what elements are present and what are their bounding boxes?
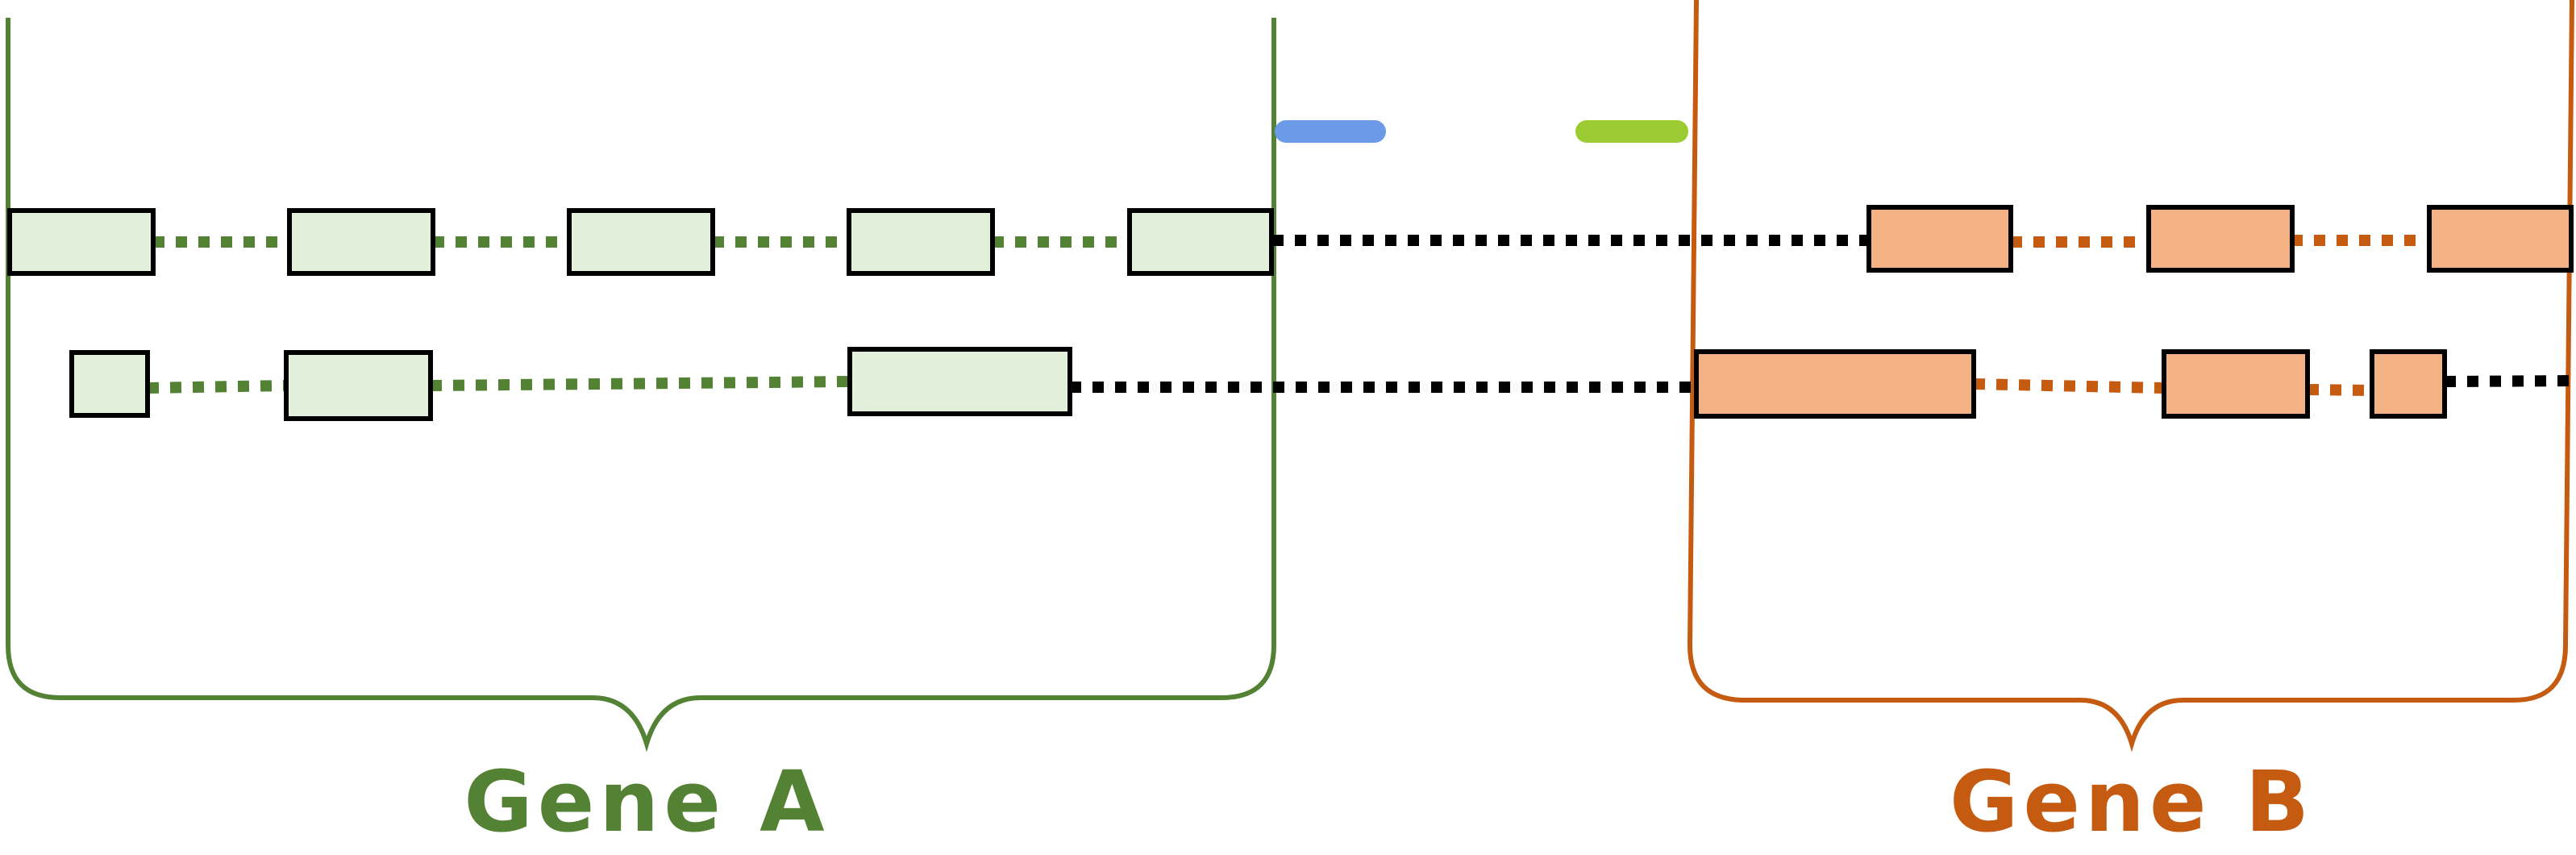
transcript-1 — [7, 205, 2574, 276]
gene-a-exon — [7, 208, 156, 276]
gene-b-exon — [2370, 349, 2447, 419]
gene-a-intron — [147, 380, 287, 394]
gene-a-exon — [847, 208, 995, 276]
gene-a-exon — [69, 350, 150, 418]
gene-b-label: Gene B — [1950, 753, 2314, 851]
gene-b-exon — [2162, 349, 2310, 419]
gene-b-exon — [2146, 205, 2295, 273]
gene-a-region: Gene A — [6, 18, 1276, 851]
gene-b-intron — [1973, 378, 2165, 394]
gene-a-exon — [567, 208, 715, 276]
transcript-2 — [69, 347, 2576, 421]
gene-a-exon — [1127, 208, 1274, 276]
gene-a-exon — [287, 208, 435, 276]
intergenic-linker — [2444, 375, 2576, 387]
gene-b-exon — [1694, 349, 1976, 419]
gene-a-bracket — [6, 18, 1276, 753]
gene-b-region: Gene B — [1687, 0, 2574, 851]
gene-a-exon — [284, 350, 433, 421]
gene-a-exon — [847, 347, 1072, 416]
gene-a-label: Gene A — [464, 753, 829, 851]
gene-b-exon — [2427, 205, 2574, 273]
gene-b-exon — [1866, 205, 2013, 273]
gene-a-intron — [430, 376, 851, 391]
gene-b-bracket — [1687, 0, 2574, 753]
